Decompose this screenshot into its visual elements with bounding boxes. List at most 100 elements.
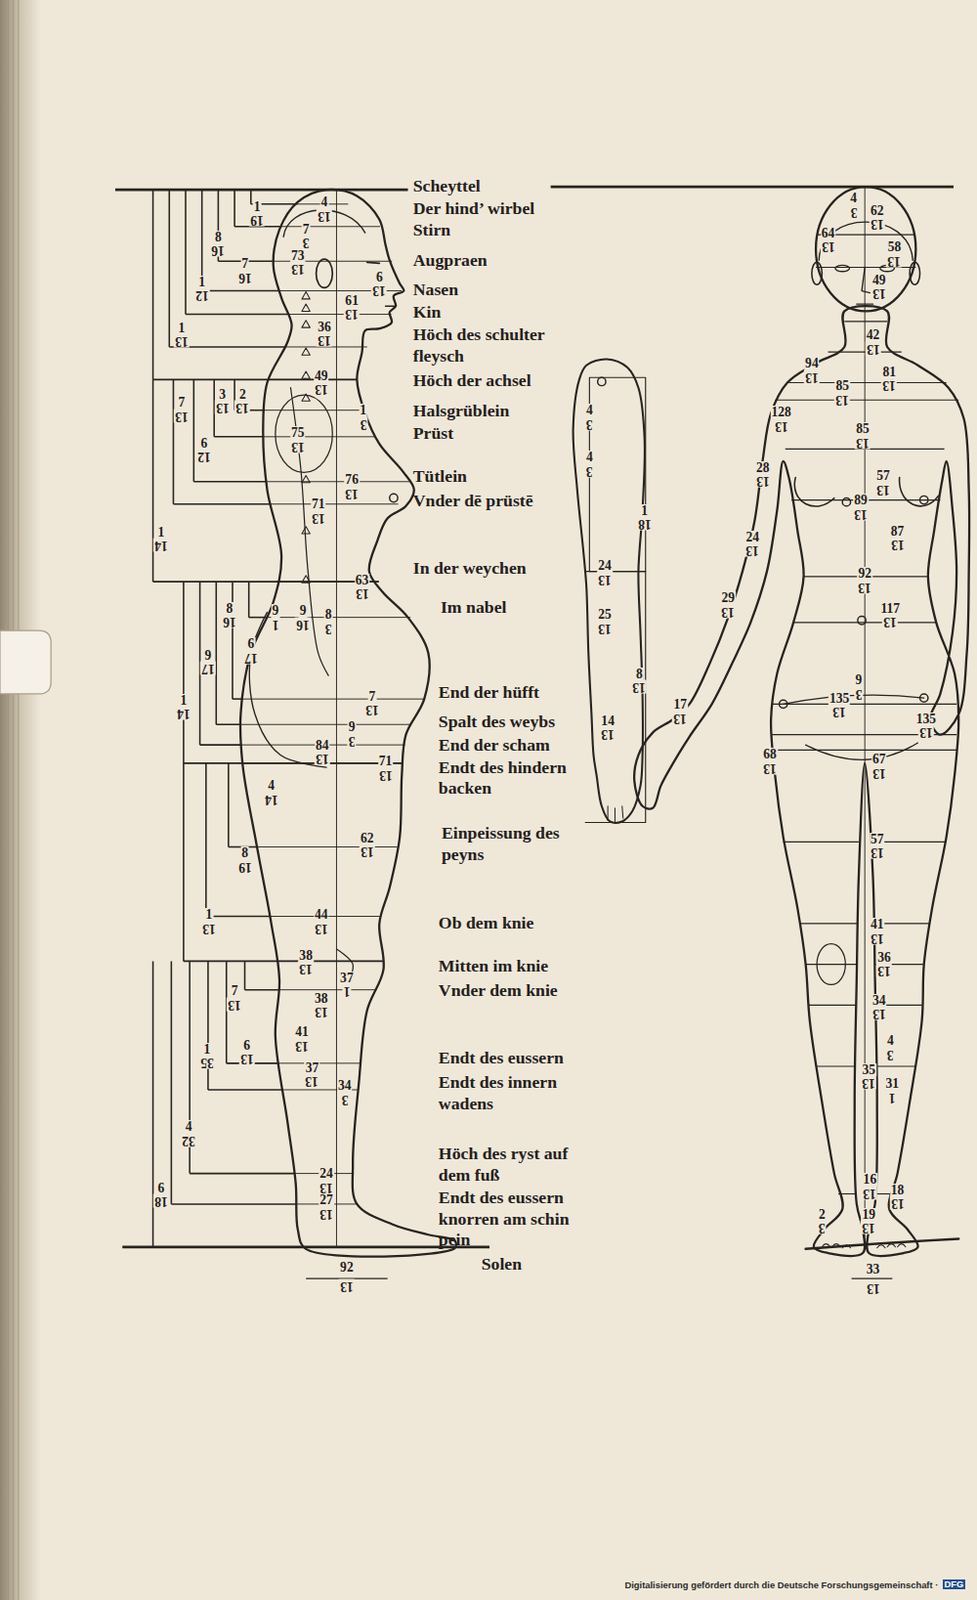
measure-number: 89 <box>852 493 869 508</box>
bracket-line <box>168 189 170 347</box>
measure-number: 14 <box>599 714 616 728</box>
bracket-line <box>227 763 230 848</box>
measure-denominator: 13 <box>881 378 897 392</box>
measure-denominator: 13 <box>313 382 330 396</box>
dimension-line <box>851 1276 893 1278</box>
shoulder-joint <box>597 377 606 385</box>
measure-denominator: 19 <box>237 859 254 874</box>
measure-denominator: 13 <box>890 1195 906 1210</box>
measure-number: 75 <box>290 425 306 440</box>
measure-denominator: 13 <box>861 1075 878 1090</box>
nipple <box>389 493 398 502</box>
body-part-label: Tütlein <box>413 466 468 488</box>
section-line <box>774 399 959 401</box>
page-edge <box>7 0 9 1600</box>
section-line <box>876 1064 917 1066</box>
measure-number: 6 <box>375 270 384 285</box>
bracket-line <box>215 581 218 724</box>
body-part-label: Augpraen <box>413 250 488 272</box>
bracket-line <box>170 1202 297 1205</box>
body-part-label: Der hind’ wirbel <box>413 198 535 220</box>
body-part-label: Vnder dē prüstē <box>413 490 534 512</box>
shoulder-outline <box>275 394 333 472</box>
bracket-line <box>225 960 228 1062</box>
measure-number: 38 <box>313 991 330 1006</box>
measure-number: 6 <box>157 1181 167 1195</box>
body-part-label: Einpeissung des peyns <box>441 822 585 865</box>
measure-denominator: 3 <box>817 1220 827 1234</box>
bracket-line <box>215 722 241 725</box>
section-line <box>266 616 411 618</box>
measure-number: 1 <box>253 200 262 214</box>
body-part-label: Vnder dem knie <box>438 979 558 1002</box>
bracket-line <box>172 379 175 504</box>
measure-number: 8 <box>213 230 223 245</box>
measure-denominator: 13 <box>343 306 360 321</box>
measure-denominator: 14 <box>175 706 192 721</box>
mouth <box>856 302 874 304</box>
measure-number: 9 <box>854 673 864 687</box>
measure-denominator: 13 <box>290 261 306 276</box>
arm-figure <box>573 358 645 822</box>
eye <box>367 261 381 263</box>
measure-denominator: 3 <box>854 686 864 701</box>
measure-number: 19 <box>861 1207 878 1222</box>
measure-number: 8 <box>635 667 644 681</box>
measure-denominator: 13 <box>343 486 360 501</box>
measure-denominator: 13 <box>861 1220 878 1234</box>
breast-line <box>899 477 939 507</box>
measure-denominator: 18 <box>153 1193 170 1208</box>
measure-number: 16 <box>862 1172 879 1187</box>
measure-number: 34 <box>337 1078 353 1093</box>
measure-denominator: 16 <box>211 243 227 257</box>
marker-triangle <box>301 526 310 534</box>
measure-denominator: 13 <box>890 537 906 552</box>
bracket-line <box>184 189 187 314</box>
front-figure <box>634 305 970 1256</box>
bracket-line <box>185 313 289 316</box>
measure-denominator: 3 <box>585 464 595 478</box>
measure-denominator: 3 <box>324 621 334 636</box>
measure-number: 71 <box>378 754 394 768</box>
measure-denominator: 13 <box>316 209 333 223</box>
body-part-label: Ob dem knie <box>438 912 535 935</box>
measure-number: 38 <box>297 948 314 963</box>
measure-denominator: 3 <box>339 1092 349 1106</box>
marker-triangle <box>301 393 310 401</box>
mouth <box>385 304 395 306</box>
measure-denominator: 17 <box>243 650 259 665</box>
bracket-line <box>213 435 264 438</box>
logo-text: DFG <box>942 1578 967 1589</box>
measure-denominator: 13 <box>239 1051 255 1065</box>
measure-number: 128 <box>769 405 792 420</box>
body-part-label: Stirn <box>413 219 451 242</box>
body-part-label: End der scham <box>438 734 551 757</box>
measure-denominator: 13 <box>294 1038 310 1053</box>
measure-number: 2 <box>817 1207 827 1222</box>
body-part-label: Spalt des weybs <box>438 711 555 733</box>
measure-denominator: 13 <box>378 767 394 782</box>
measure-number: 63 <box>354 573 371 588</box>
measure-denominator: 3 <box>358 417 368 431</box>
measure-number: 92 <box>339 1260 355 1275</box>
bracket-line <box>245 988 280 991</box>
bracket-line <box>172 503 270 506</box>
measure-denominator: 13 <box>831 704 848 719</box>
measure-number: 9 <box>298 603 308 618</box>
section-line <box>241 723 412 725</box>
measure-frame <box>589 377 645 571</box>
measure-denominator: 32 <box>180 1133 197 1147</box>
body-part-label: Endt des hindern backen <box>438 757 582 800</box>
ground-rule <box>806 1237 960 1248</box>
measure-number: 9 <box>204 648 213 663</box>
measure-denominator: 13 <box>314 751 331 765</box>
measure-denominator: 13 <box>290 439 306 454</box>
page-edge <box>17 0 19 1600</box>
measure-number: 1 <box>179 693 189 708</box>
measure-number: 135 <box>828 691 850 706</box>
bracket-line <box>183 762 404 765</box>
measure-denominator: 13 <box>313 1004 330 1019</box>
measure-denominator: 13 <box>632 679 648 694</box>
measure-denominator: 13 <box>596 572 613 587</box>
